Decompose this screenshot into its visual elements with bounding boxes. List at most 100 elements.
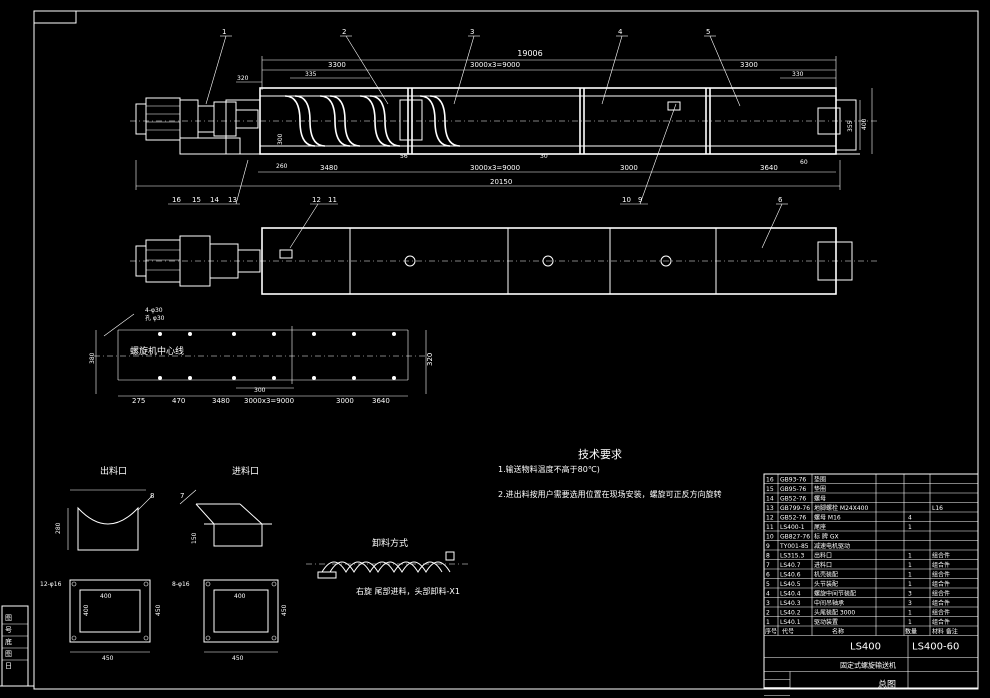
bom-cell-code: LS315.3 [780, 553, 805, 560]
svg-text:3: 3 [470, 28, 474, 36]
svg-text:6: 6 [778, 196, 783, 204]
bom-cell-mat: 组合件 [932, 561, 950, 569]
part-balloons-top: 1 2 3 4 5 [205, 28, 741, 107]
bom-cell-mat: 组合件 [932, 618, 950, 626]
bom-cell-no: 7 [766, 562, 770, 569]
left-stamp: 图 号 底 图 日 [2, 614, 28, 670]
dim-30: 30 [540, 153, 548, 160]
fdim-320: 320 [426, 353, 434, 366]
fdim-275: 275 [132, 397, 145, 405]
bom-cell-name: 尾座 [814, 523, 826, 531]
dim-300: 300 [277, 133, 284, 145]
svg-text:底: 底 [5, 637, 12, 646]
bom-cell-no: 16 [766, 477, 774, 484]
bom-cell-name: 出料口 [814, 552, 832, 560]
dim-330: 330 [792, 71, 804, 78]
bom-cell-qty: 1 [908, 581, 912, 588]
outlet-400: 400 [100, 593, 112, 600]
bom-cell-no: 5 [766, 581, 770, 588]
svg-text:5: 5 [706, 28, 710, 36]
bom-cell-no: 11 [766, 524, 774, 531]
outlet-side-450: 450 [155, 604, 162, 616]
bom-cell-code: LS40.5 [780, 581, 801, 588]
bom-cell-mat: L16 [932, 505, 943, 512]
svg-text:16: 16 [172, 196, 181, 204]
svg-text:4: 4 [618, 28, 623, 36]
outlet-title: 出料口 [100, 465, 127, 477]
inlet-hole-note: 8-φ16 [172, 581, 190, 588]
bom-cell-mat: 组合件 [932, 590, 950, 598]
bom-cell-qty: 3 [908, 591, 912, 598]
title-drawing-no: LS400-60 [912, 642, 959, 653]
bolt-note: 4-φ30 [145, 307, 163, 314]
svg-text:图: 图 [5, 650, 12, 658]
bom-cell-code: GB93-76 [780, 477, 806, 484]
svg-text:2: 2 [342, 28, 346, 36]
bom-cell-name: 垫圈 [814, 476, 826, 484]
bom-cell-no: 9 [766, 543, 770, 550]
fdim-380: 380 [89, 352, 96, 364]
bom-cell-name: 头节装配 [814, 580, 838, 588]
outlet-450: 450 [102, 655, 114, 662]
bom-cell-name: 螺母 M16 [814, 514, 841, 522]
bom-cell-name: 螺旋中间节装配 [814, 590, 856, 598]
bom-cell-no: 4 [766, 591, 770, 598]
svg-text:1: 1 [222, 28, 226, 36]
bom-cell-code: GB827-76 [780, 534, 810, 541]
bom-cell-code: LS40.4 [780, 591, 801, 598]
inlet-height-dim: 150 [191, 532, 198, 544]
bom-header-no: 序号 [765, 628, 777, 636]
inlet-side-450: 450 [281, 604, 288, 616]
dim-overall-bottom: 20150 [490, 178, 512, 186]
bom-cell-no: 15 [766, 486, 774, 493]
bom-cell-code: LS40.7 [780, 562, 801, 569]
dim-middle-top: 3000x3=9000 [470, 61, 520, 69]
dim-3480: 3480 [320, 164, 338, 172]
outlet-side-400: 400 [83, 604, 90, 616]
fdim-3480: 3480 [212, 397, 230, 405]
centerline-label: 螺旋机中心线 [130, 345, 184, 357]
dim-3000: 3000 [620, 164, 638, 172]
bom-cell-code: GB52-76 [780, 496, 806, 503]
svg-text:13: 13 [228, 196, 237, 204]
dim-400: 400 [861, 118, 868, 130]
bom-cell-no: 8 [766, 553, 770, 560]
bom-header-qty: 数量 [905, 628, 917, 636]
bom-cell-no: 13 [766, 505, 774, 512]
fdim-3000: 3000 [336, 397, 354, 405]
discharge-method: 卸料方式 右旋 尾部进料，头部卸料-X1 [306, 537, 468, 596]
bom-cell-mat: 组合件 [932, 580, 950, 588]
bolt-note-2: 孔 φ30 [145, 314, 165, 322]
bom-cell-code: LS40.2 [780, 610, 801, 617]
dim-56: 56 [400, 153, 408, 160]
inlet-400: 400 [234, 593, 246, 600]
dim-9000: 3000x3=9000 [470, 164, 520, 172]
title-model: LS400 [850, 642, 881, 653]
bom-cell-name: 头尾装配 3000 [814, 609, 855, 617]
bom-cell-no: 1 [766, 619, 770, 626]
bom-cell-name: 标 牌 GX [814, 533, 839, 541]
screw-symbol-icon [317, 551, 455, 579]
bom-cell-code: LS40.3 [780, 600, 801, 607]
bom-cell-code: LS40.6 [780, 572, 801, 579]
svg-text:9: 9 [638, 196, 642, 204]
dim-355: 355 [847, 120, 854, 132]
bom-cell-no: 12 [766, 515, 774, 522]
dim-260: 260 [276, 163, 288, 170]
foundation-plan: 螺旋机中心线 4-φ30 孔 φ30 275 470 3480 3000x3=9… [89, 307, 434, 405]
bom-cell-qty: 4 [908, 515, 912, 522]
dim-60: 60 [800, 159, 808, 166]
bom-cell-name: 进料口 [814, 561, 832, 569]
bom-cell-name: 减速电机驱动 [814, 542, 850, 550]
bom-cell-code: LS40.1 [780, 619, 801, 626]
bom-cell-qty: 1 [908, 562, 912, 569]
bom-cell-name: 垫圈 [814, 485, 826, 493]
outlet-balloon: 8 [150, 492, 154, 500]
bom-cell-code: GB95-76 [780, 486, 806, 493]
bom-cell-qty: 1 [908, 553, 912, 560]
bom-cell-qty: 1 [908, 610, 912, 617]
title-product-name: 固定式螺旋输送机 [840, 661, 896, 670]
outlet-height-dim: 280 [55, 522, 62, 534]
svg-text:14: 14 [210, 196, 219, 204]
